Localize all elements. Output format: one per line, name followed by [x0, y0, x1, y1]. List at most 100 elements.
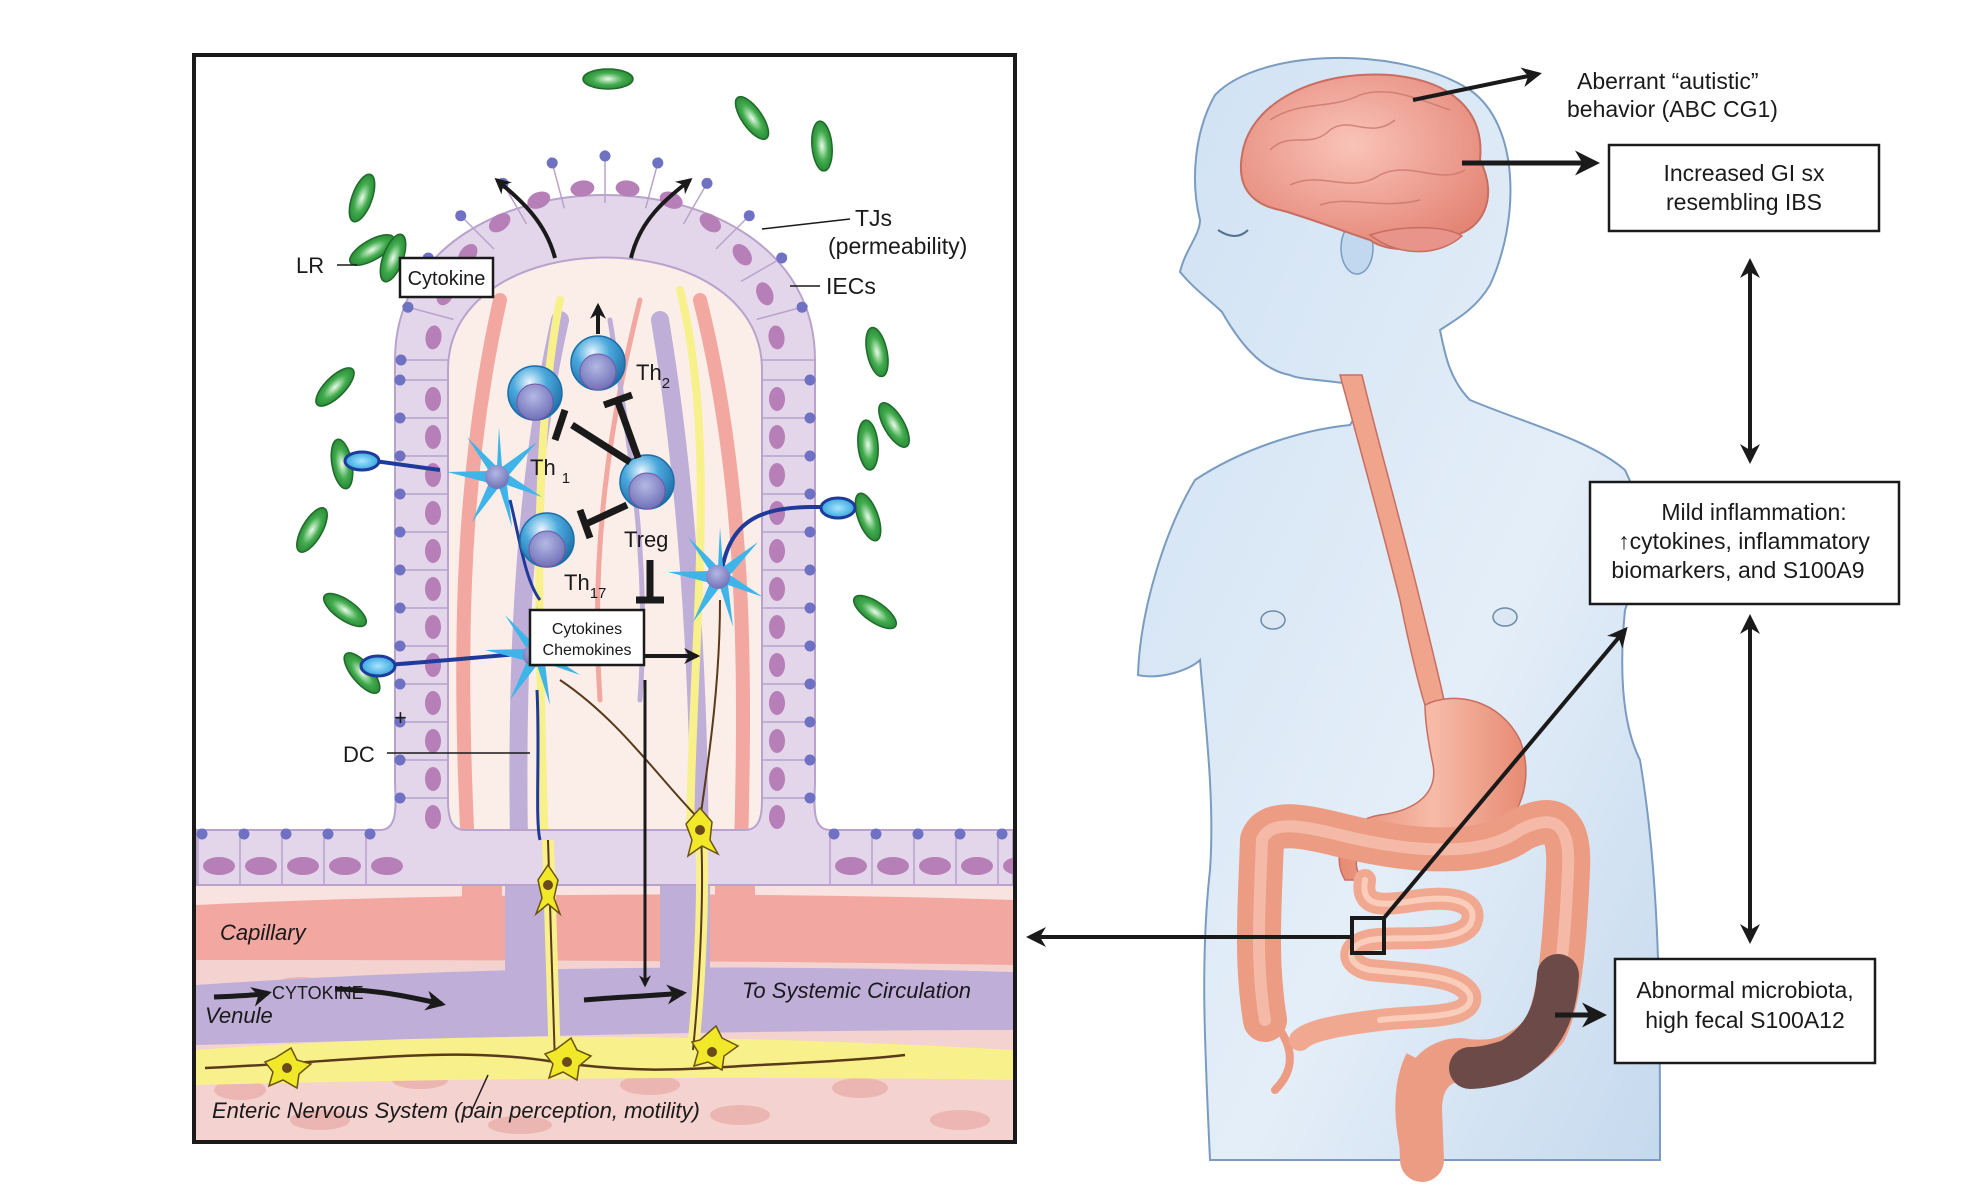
leader-lines — [337, 218, 851, 1111]
cell-nucleus — [425, 425, 441, 449]
box-inflammation-line2: ↑cytokines, inflammatory — [1618, 528, 1870, 554]
dendritic-cell-right — [668, 496, 857, 627]
cell-nucleus — [425, 325, 442, 350]
tight-junction — [804, 754, 816, 766]
t-cell-treg — [619, 454, 675, 510]
tight-junction — [804, 374, 816, 386]
t-cell-th1 — [507, 365, 563, 421]
tight-junction — [322, 828, 334, 840]
capillary-band — [196, 894, 1013, 965]
tight-junction — [394, 678, 406, 690]
appendix — [1271, 1026, 1294, 1094]
cell-nucleus — [732, 243, 752, 266]
label-cytokine: Cytokine — [408, 268, 486, 290]
cell-nucleus — [425, 691, 441, 715]
dendritic-cell-upper-left — [343, 427, 542, 601]
tight-junction — [804, 564, 816, 576]
tight-junction — [280, 828, 292, 840]
bacterium — [852, 594, 898, 630]
cell-nucleus — [659, 191, 683, 209]
tight-junction — [743, 210, 755, 222]
tight-junction — [394, 526, 406, 538]
tight-junction — [870, 828, 882, 840]
tight-junction — [394, 716, 406, 728]
tight-junction — [402, 301, 414, 313]
label-th2: Th2 — [636, 360, 670, 392]
t-cell-th17 — [519, 512, 575, 568]
cell-nucleus — [769, 691, 785, 715]
label-lr: LR — [296, 253, 324, 278]
cell-nucleus — [769, 387, 785, 411]
tight-junction — [954, 828, 966, 840]
tight-junction — [701, 177, 713, 189]
treg-inhibition-bars — [551, 391, 664, 604]
luminal-bacteria — [296, 68, 910, 694]
tight-junction — [238, 828, 250, 840]
body-illustration — [1136, 56, 1662, 1182]
cell-nucleus — [425, 729, 441, 753]
brain-label-line1: Aberrant “autistic” — [1577, 68, 1759, 94]
cell-nucleus — [527, 191, 551, 209]
tight-junction — [804, 488, 816, 500]
colon-highlight — [1252, 816, 1575, 1036]
cytokines-chemokines-box — [528, 608, 646, 667]
tight-junction — [912, 828, 924, 840]
cerebellum — [1368, 226, 1464, 253]
tight-junction — [394, 792, 406, 804]
tight-junction — [394, 374, 406, 386]
cell-nucleus — [699, 213, 722, 233]
nipple-left — [1260, 610, 1286, 630]
box-microbiota: Abnormal microbiota, high fecal S100A12 — [1613, 957, 1877, 1065]
epithelium — [196, 194, 1013, 886]
cell-nucleus — [769, 425, 785, 449]
tight-junction — [776, 252, 788, 264]
tight-junction — [455, 210, 467, 222]
label-capillary: Capillary — [220, 920, 308, 945]
cell-nucleus — [245, 857, 277, 875]
cell-nucleus — [961, 857, 993, 875]
tight-junction — [804, 716, 816, 728]
arrow-to-inflammation — [1382, 626, 1628, 920]
tight-junction — [804, 792, 816, 804]
label-th17: Th17 — [564, 570, 606, 602]
label-to-systemic: To Systemic Circulation — [742, 978, 971, 1003]
bacterium — [348, 173, 376, 223]
cell-nucleus — [877, 857, 909, 875]
tight-junction — [394, 640, 406, 652]
bacterium — [811, 120, 833, 172]
cell-nucleus — [756, 282, 774, 306]
cell-nucleus — [769, 539, 785, 563]
label-th17-sub: 17 — [590, 585, 607, 602]
label-th2-sub: 2 — [662, 375, 670, 392]
label-ens: Enteric Nervous System (pain perception,… — [212, 1098, 700, 1123]
nipple-right — [1492, 607, 1518, 627]
cytokine-arrows — [494, 177, 701, 988]
bacterium — [854, 492, 882, 542]
tight-junction — [804, 412, 816, 424]
cell-nucleus — [768, 325, 785, 350]
cell-nucleus — [769, 653, 785, 677]
cell-nucleus — [769, 805, 785, 829]
label-tjs: TJs — [855, 205, 892, 231]
cell-nucleus — [203, 857, 235, 875]
small-intestine-highlight — [1348, 877, 1476, 1023]
cell-nucleus — [425, 387, 441, 411]
label-venule: Venule — [205, 1003, 273, 1028]
box-gi-line2: resembling IBS — [1666, 189, 1822, 215]
tight-junction — [394, 412, 406, 424]
tight-junction — [394, 564, 406, 576]
tight-junction — [394, 754, 406, 766]
cell-nucleus — [425, 805, 441, 829]
venule-band — [196, 967, 1013, 1045]
arrow-brain-behavior — [1412, 67, 1542, 102]
box-gi-line1: Increased GI sx — [1663, 160, 1825, 186]
tight-junction — [394, 602, 406, 614]
cell-nucleus — [287, 857, 319, 875]
cell-nucleus — [425, 767, 441, 791]
bacterium — [857, 419, 879, 471]
cell-nucleus — [329, 857, 361, 875]
cell-nucleus — [1003, 857, 1013, 875]
cell-nucleus — [425, 501, 441, 525]
